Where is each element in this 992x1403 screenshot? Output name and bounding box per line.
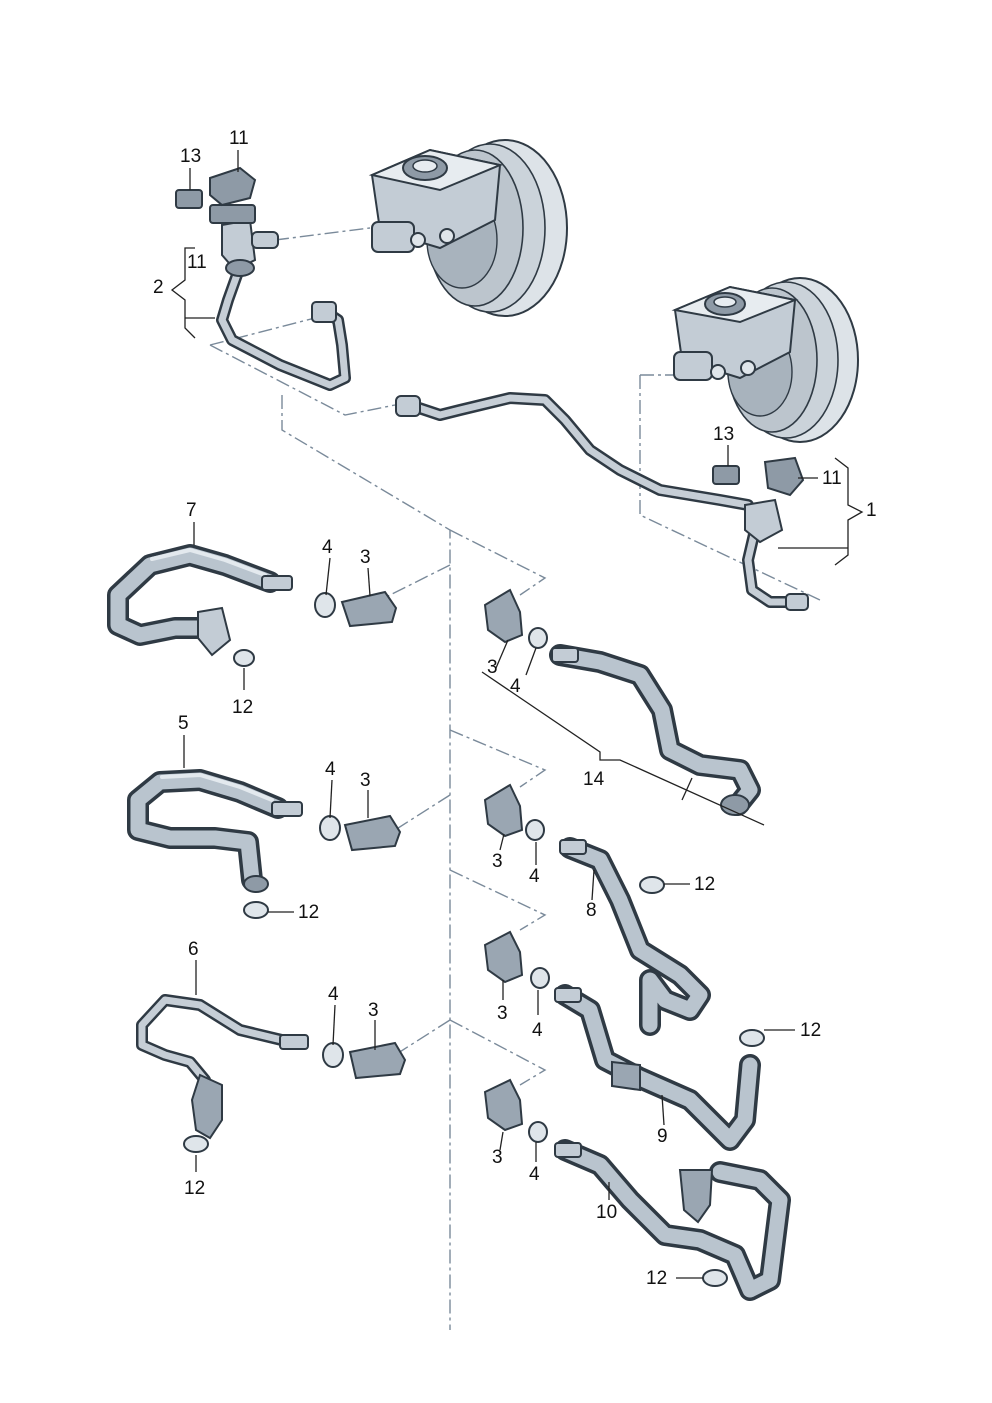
- label-12-a: 12: [232, 697, 253, 718]
- label-11-top: 11: [229, 128, 249, 149]
- hose-14: [549, 644, 761, 816]
- right-couplers: [483, 588, 550, 1143]
- label-3-a: 3: [360, 547, 371, 568]
- label-3-b: 3: [360, 770, 371, 791]
- label-13-right: 13: [713, 424, 734, 445]
- label-3-c: 3: [368, 1000, 379, 1021]
- vacuum-line-1: [395, 392, 809, 611]
- label-4-f: 4: [532, 1020, 543, 1041]
- vacuum-line-2: [175, 166, 351, 391]
- label-4-d: 4: [510, 676, 521, 697]
- label-9: 9: [657, 1126, 668, 1147]
- label-2: 2: [153, 277, 164, 298]
- callout-labels: 11 13 11 2 13 11 1 7 4 3 12 5 4 3 12 6 4…: [153, 128, 877, 1289]
- label-7: 7: [186, 500, 197, 521]
- label-12-b: 12: [298, 902, 319, 923]
- label-11-bracket: 11: [187, 252, 207, 273]
- label-12-f: 12: [646, 1268, 667, 1289]
- leader-lines: [170, 150, 864, 1279]
- reference-lines: [209, 227, 821, 1330]
- label-14: 14: [583, 769, 605, 790]
- label-12-c: 12: [184, 1178, 205, 1199]
- label-8: 8: [586, 900, 597, 921]
- label-4-b: 4: [325, 759, 336, 780]
- label-13-top: 13: [180, 146, 201, 167]
- label-4-e: 4: [529, 866, 540, 887]
- hose-8: [559, 837, 711, 1036]
- hose-7: [107, 544, 293, 667]
- label-3-d: 3: [487, 657, 498, 678]
- hose-5: [127, 769, 303, 919]
- label-4-c: 4: [328, 984, 339, 1005]
- label-1: 1: [866, 500, 877, 521]
- label-12-d: 12: [694, 874, 715, 895]
- label-10: 10: [596, 1202, 617, 1223]
- label-4-g: 4: [529, 1164, 540, 1185]
- label-4-a: 4: [322, 537, 333, 558]
- brake-booster-upper: [368, 139, 568, 317]
- label-6: 6: [188, 939, 199, 960]
- left-couplers: [314, 590, 407, 1080]
- hose-9: [554, 984, 765, 1151]
- hose-10: [554, 1139, 791, 1301]
- label-11-right: 11: [822, 468, 842, 489]
- brake-booster-lower: [671, 277, 859, 443]
- label-12-e: 12: [800, 1020, 821, 1041]
- label-3-e: 3: [492, 851, 503, 872]
- hose-6: [136, 994, 309, 1153]
- label-3-g: 3: [492, 1147, 503, 1168]
- label-5: 5: [178, 713, 189, 734]
- label-3-f: 3: [497, 1003, 508, 1024]
